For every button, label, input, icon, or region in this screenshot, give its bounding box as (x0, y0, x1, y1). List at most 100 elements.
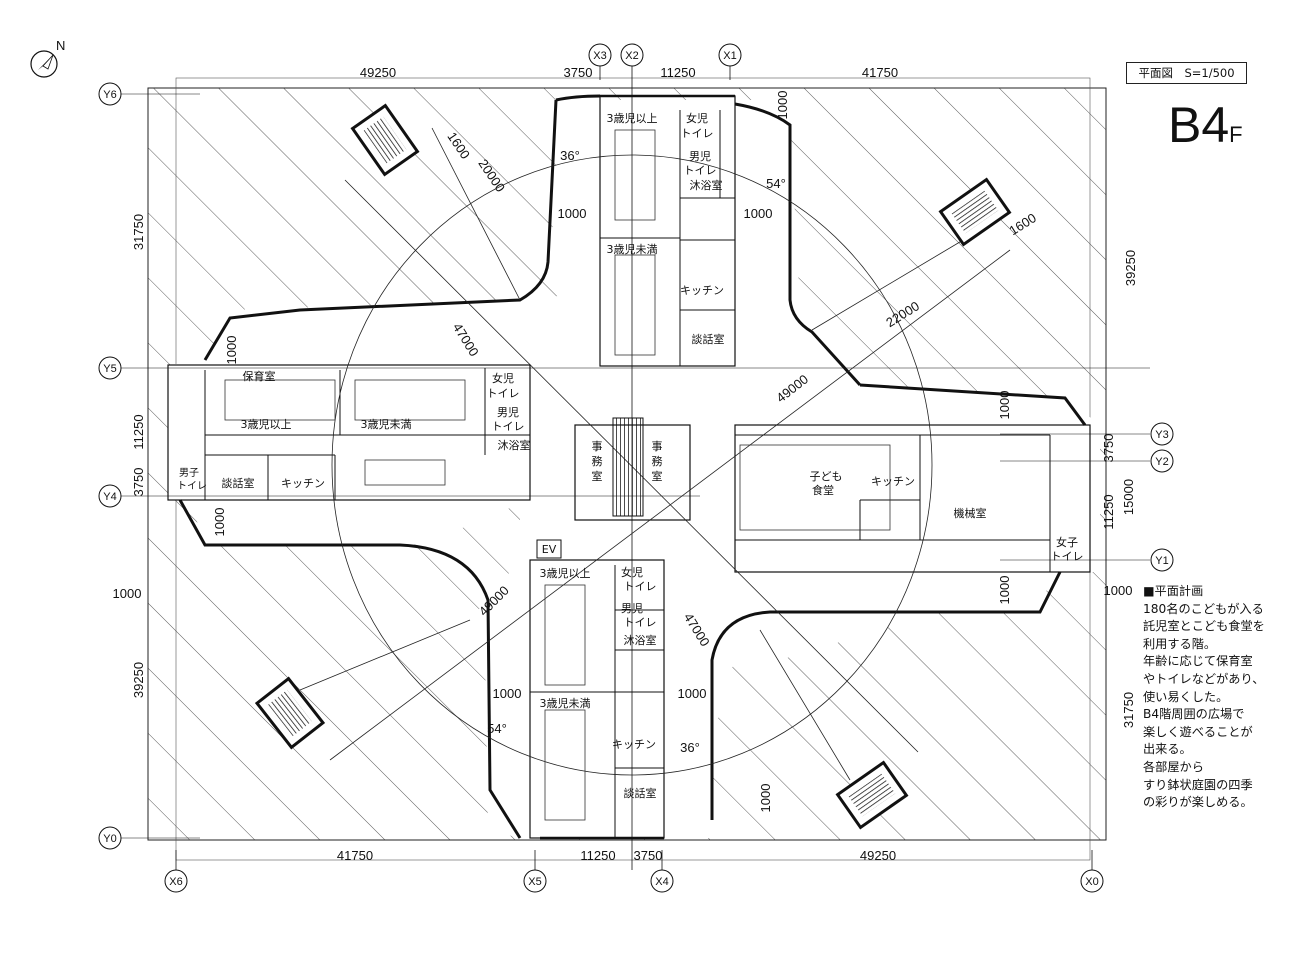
grid-bubble-y1: Y1 (1150, 548, 1174, 572)
svg-text:11250: 11250 (1101, 494, 1116, 529)
svg-text:31750: 31750 (1121, 692, 1136, 728)
svg-text:室: 室 (592, 469, 603, 483)
svg-text:X3: X3 (593, 50, 606, 62)
svg-text:X0: X0 (1085, 876, 1098, 888)
dimension-labels: 49250 3750 11250 41750 41750 11250 3750 … (113, 65, 1138, 863)
grid-bubble-y6: Y6 (98, 82, 122, 106)
plan-notes-line: 各部屋から (1143, 759, 1204, 774)
plan-notes-line: B4階周囲の広場で (1143, 707, 1245, 722)
svg-text:1000: 1000 (744, 206, 773, 221)
svg-text:Y3: Y3 (1155, 429, 1168, 441)
floor-number: B4 (1168, 97, 1230, 153)
svg-text:沐浴室: 沐浴室 (498, 438, 531, 452)
svg-text:1000: 1000 (1104, 583, 1133, 598)
svg-text:1000: 1000 (775, 91, 790, 120)
svg-text:39250: 39250 (131, 662, 146, 698)
grid-bubble-x4: X4 (650, 869, 674, 893)
svg-text:談話室: 談話室 (624, 786, 657, 800)
plan-notes-line: 180名のこどもが入る (1143, 601, 1264, 616)
interior-partitions (204, 110, 1051, 838)
rooms-center: 事 務 室 事 務 室 EV (536, 440, 663, 559)
svg-text:11250: 11250 (660, 65, 695, 80)
svg-text:N: N (56, 38, 65, 53)
svg-text:キッチン: キッチン (612, 738, 656, 751)
svg-text:男児: 男児 (621, 602, 643, 615)
svg-text:事: 事 (652, 440, 663, 453)
plan-notes-line: 使い易くした。 (1143, 689, 1229, 704)
grid-bubble-y2: Y2 (1150, 449, 1174, 473)
grid-bubble-x0: X0 (1080, 869, 1104, 893)
svg-text:Y4: Y4 (103, 491, 116, 503)
svg-text:X1: X1 (723, 50, 736, 62)
svg-text:キッチン: キッチン (871, 475, 915, 488)
svg-text:Y1: Y1 (1155, 555, 1168, 567)
axes (120, 55, 1150, 870)
grid-bubble-y5: Y5 (98, 356, 122, 380)
svg-text:3歳児未満: 3歳児未満 (607, 243, 658, 256)
plan-notes-line: の彩りが楽しめる。 (1143, 795, 1253, 810)
svg-text:トイレ: トイレ (1051, 550, 1084, 563)
svg-text:トイレ: トイレ (177, 481, 207, 492)
svg-text:室: 室 (652, 469, 663, 483)
grid-bubble-x5: X5 (523, 869, 547, 893)
north-arrow-icon: N (30, 38, 65, 78)
svg-text:トイレ: トイレ (684, 164, 717, 177)
svg-text:事: 事 (592, 440, 603, 453)
svg-text:11250: 11250 (131, 414, 146, 449)
svg-text:36°: 36° (560, 148, 580, 163)
svg-text:X4: X4 (655, 876, 668, 888)
plan-notes-line: 託児室とこども食堂を (1143, 619, 1265, 634)
svg-text:Y0: Y0 (103, 833, 116, 845)
svg-text:3歳児未満: 3歳児未満 (361, 418, 412, 431)
svg-text:沐浴室: 沐浴室 (690, 178, 723, 192)
svg-text:女児: 女児 (621, 565, 643, 579)
svg-text:務: 務 (652, 454, 663, 468)
furniture (224, 129, 891, 821)
plan-notes-line: 年齢に応じて保育室 (1143, 654, 1253, 669)
sunken-garden-arcs (299, 127, 1011, 781)
grid-bubble-y4: Y4 (98, 484, 122, 508)
svg-text:女児: 女児 (492, 371, 514, 385)
outer-walls (178, 94, 1087, 839)
svg-text:1000: 1000 (997, 391, 1012, 420)
svg-text:1000: 1000 (997, 576, 1012, 605)
rooms-east-wing: 子ども 食堂 キッチン 機械室 女子 トイレ (810, 470, 1084, 563)
grid-bubble-x1: X1 (718, 43, 742, 67)
floor-suffix: F (1229, 122, 1243, 147)
svg-text:トイレ: トイレ (681, 127, 714, 140)
svg-text:談話室: 談話室 (692, 332, 725, 346)
svg-text:1000: 1000 (212, 508, 227, 537)
svg-text:3歳児以上: 3歳児以上 (241, 418, 292, 431)
svg-text:キッチン: キッチン (680, 284, 724, 297)
svg-text:49250: 49250 (360, 65, 396, 80)
svg-text:機械室: 機械室 (954, 506, 987, 520)
svg-text:男子: 男子 (179, 467, 199, 479)
svg-text:トイレ: トイレ (624, 616, 657, 629)
svg-text:Y5: Y5 (103, 363, 116, 375)
svg-text:沐浴室: 沐浴室 (624, 633, 657, 647)
svg-text:39250: 39250 (1123, 250, 1138, 286)
svg-text:食堂: 食堂 (812, 483, 834, 497)
svg-text:保育室: 保育室 (243, 369, 276, 383)
svg-text:X2: X2 (625, 50, 638, 62)
svg-text:子ども: 子ども (810, 470, 843, 483)
svg-text:41750: 41750 (337, 848, 373, 863)
svg-text:トイレ: トイレ (624, 580, 657, 593)
grid-bubble-y0: Y0 (98, 826, 122, 850)
svg-text:トイレ: トイレ (492, 420, 525, 433)
svg-text:3750: 3750 (634, 848, 663, 863)
svg-text:15000: 15000 (1121, 479, 1136, 515)
svg-text:3750: 3750 (1101, 434, 1116, 463)
svg-text:3歳児以上: 3歳児以上 (540, 567, 591, 580)
svg-text:男児: 男児 (689, 150, 711, 163)
svg-text:3歳児未満: 3歳児未満 (540, 697, 591, 710)
svg-text:X5: X5 (528, 876, 541, 888)
rooms-west-wing: 保育室 3歳児以上 3歳児未満 女児 トイレ 男児 トイレ 沐浴室 男子 トイレ… (177, 369, 531, 492)
rooms-south-wing: 3歳児以上 女児 トイレ 男児 トイレ 沐浴室 3歳児未満 キッチン 談話室 (540, 565, 657, 800)
svg-text:54°: 54° (766, 176, 786, 191)
svg-text:3歳児以上: 3歳児以上 (607, 112, 658, 125)
svg-text:女子: 女子 (1056, 535, 1078, 549)
plan-notes-line: 出来る。 (1143, 742, 1192, 757)
svg-text:49250: 49250 (860, 848, 896, 863)
